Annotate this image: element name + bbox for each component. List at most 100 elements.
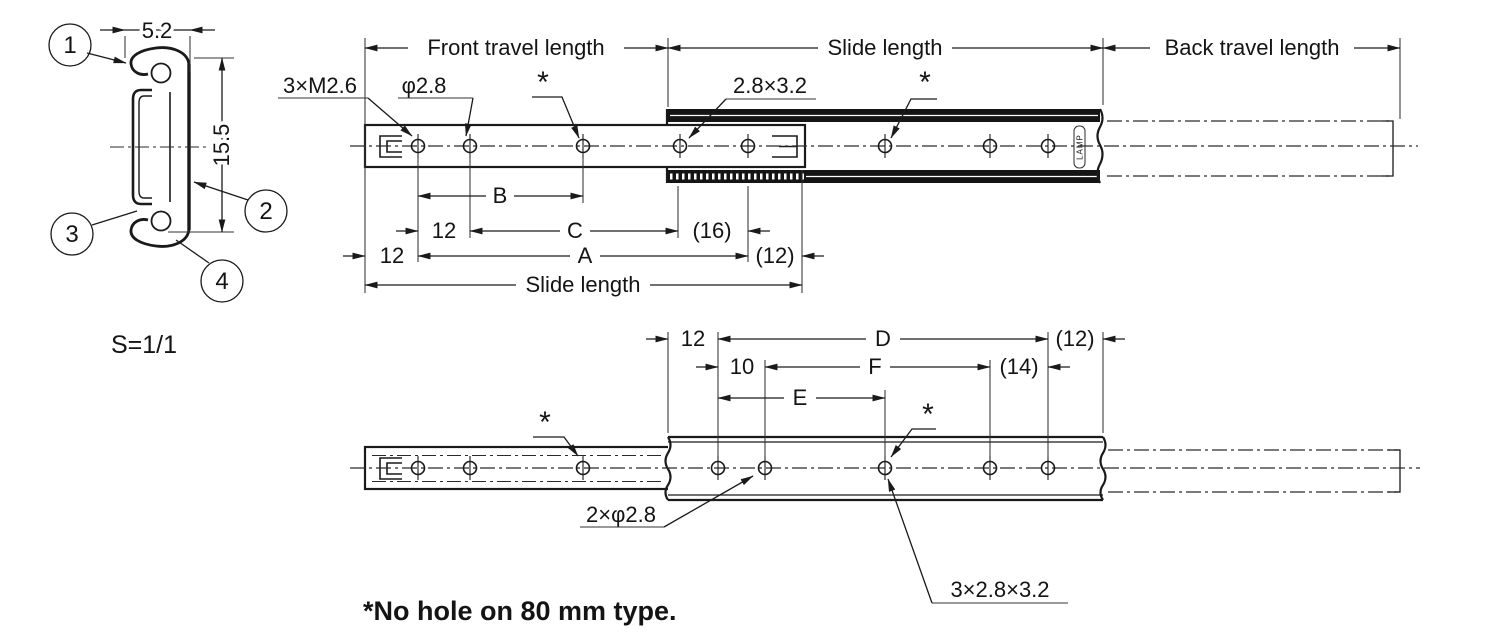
- dim-section-height: 15.5: [168, 57, 238, 233]
- label-slot-holes-bottom: 3×2.8×3.2: [887, 478, 1068, 606]
- svg-text:*: *: [539, 406, 551, 439]
- dim-rows-inner-rail: B 12 C (16) 12 A: [343, 153, 824, 301]
- svg-text:3×M2.6: 3×M2.6: [283, 73, 357, 98]
- svg-text:Slide length: Slide length: [828, 35, 943, 60]
- svg-text:C: C: [567, 218, 583, 243]
- label-thread-holes: 3×M2.6: [278, 70, 413, 137]
- svg-text:(12): (12): [1055, 326, 1094, 351]
- callout-1: 1: [48, 23, 127, 67]
- brand-logo-text: LAMP: [1076, 134, 1085, 160]
- svg-text:*: *: [922, 398, 934, 431]
- svg-text:(12): (12): [755, 243, 794, 268]
- top-view-holes: [410, 134, 1056, 158]
- screw-hole: [877, 134, 893, 158]
- label-hole-diameter: φ2.8: [398, 70, 474, 137]
- top-view-extended: LAMP Front travel length: [278, 32, 1418, 301]
- dim-c: C: [469, 215, 679, 247]
- dim-12-rear: (12): [752, 240, 824, 272]
- svg-text:2.8×3.2: 2.8×3.2: [733, 73, 807, 98]
- callout-circle: [48, 23, 92, 67]
- callout-2: 2: [193, 181, 288, 233]
- label-slot-holes: 2.8×3.2: [688, 70, 816, 139]
- dim-rows-outer-rail: 12 D (12) 10 F (14): [646, 323, 1125, 460]
- dim-slide-length-bottom: Slide length: [364, 269, 803, 301]
- svg-text:Back travel length: Back travel length: [1165, 35, 1340, 60]
- phantom-end-bracket: [1388, 449, 1401, 493]
- screw-hole: [462, 456, 478, 480]
- cross-section-view: 5.2 15.5 1 2 3 4 S=1/: [48, 15, 288, 359]
- outer-member-top-flange: [129, 46, 191, 76]
- dim-row-travel: Front travel length Slide length Back tr…: [364, 32, 1401, 293]
- svg-text:φ2.8: φ2.8: [402, 73, 447, 98]
- svg-text:12: 12: [432, 218, 456, 243]
- svg-text:D: D: [875, 326, 891, 351]
- dim-f: F: [764, 351, 991, 383]
- svg-text:A: A: [578, 243, 593, 268]
- screw-hole: [672, 134, 688, 158]
- svg-text:*: *: [919, 66, 931, 99]
- svg-text:E: E: [793, 385, 808, 410]
- dim-front-travel: Front travel length: [364, 32, 669, 64]
- label-round-holes: 2×φ2.8: [580, 475, 754, 531]
- callout-circle: [200, 259, 244, 303]
- callout-number: 1: [63, 32, 76, 59]
- svg-text:Front travel length: Front travel length: [427, 35, 604, 60]
- bottom-ball-bearing: [150, 210, 172, 232]
- dim-12-a-row: 12: [343, 240, 408, 272]
- dim-width-value: 5.2: [142, 18, 173, 43]
- callout-number: 3: [65, 221, 78, 248]
- outer-rail-break-edge-left: [664, 436, 672, 501]
- svg-text:B: B: [493, 183, 508, 208]
- footnote: *No hole on 80 mm type.: [363, 596, 677, 626]
- callout-number: 2: [259, 198, 272, 225]
- dim-10: 10: [696, 351, 758, 383]
- callout-3: 3: [50, 210, 138, 256]
- svg-text:10: 10: [730, 354, 754, 379]
- screw-hole: [982, 134, 998, 158]
- dim-a: A: [417, 240, 749, 272]
- callout-number: 4: [215, 268, 228, 295]
- outer-rail-break-edge-right: [1099, 436, 1107, 501]
- dim-d: D: [717, 323, 1049, 355]
- top-ball-bearing: [150, 62, 172, 84]
- phantom-extension-bottom: [1108, 449, 1401, 493]
- svg-text:2×φ2.8: 2×φ2.8: [586, 502, 656, 527]
- scale-label: S=1/1: [111, 331, 177, 359]
- inner-member-channel: [131, 88, 152, 206]
- dim-16: (16): [689, 215, 770, 247]
- slide-cross-section: [110, 46, 208, 248]
- dim-back-travel: Back travel length: [1102, 32, 1401, 64]
- screw-hole: [1040, 134, 1056, 158]
- screw-hole: [575, 456, 591, 480]
- label-optional-hole-star-3: *: [533, 406, 579, 457]
- dim-12-right: (12): [1052, 323, 1125, 355]
- phantom-extension: [1107, 120, 1394, 177]
- screw-hole: [410, 456, 426, 480]
- outer-rail-break-edge: [1096, 108, 1104, 184]
- label-optional-hole-star: *: [532, 66, 580, 139]
- svg-text:F: F: [868, 354, 881, 379]
- dim-12-c-row: 12: [396, 215, 460, 247]
- svg-text:3×2.8×3.2: 3×2.8×3.2: [950, 577, 1049, 602]
- outer-member-bottom-flange: [129, 218, 191, 248]
- callout-circle: [244, 189, 288, 233]
- callout-circle: [50, 212, 94, 256]
- dim-b: B: [417, 180, 584, 212]
- dim-12-d-row: 12: [646, 323, 709, 355]
- svg-text:12: 12: [681, 326, 705, 351]
- dim-height-value: 15.5: [209, 124, 234, 167]
- label-optional-hole-star-2: *: [890, 66, 937, 139]
- label-optional-hole-star-4: *: [890, 398, 936, 458]
- svg-text:*: *: [537, 66, 549, 99]
- svg-text:(14): (14): [999, 354, 1038, 379]
- svg-text:Slide length: Slide length: [526, 272, 641, 297]
- dim-section-width: 5.2: [100, 15, 215, 72]
- brand-stamp: LAMP: [1073, 125, 1086, 169]
- dim-slide-length-top: Slide length: [667, 32, 1104, 64]
- dim-14: (14): [996, 351, 1070, 383]
- callout-4: 4: [175, 239, 244, 303]
- screw-hole: [740, 134, 756, 158]
- phantom-end-bracket: [1382, 120, 1394, 177]
- svg-text:(16): (16): [692, 218, 731, 243]
